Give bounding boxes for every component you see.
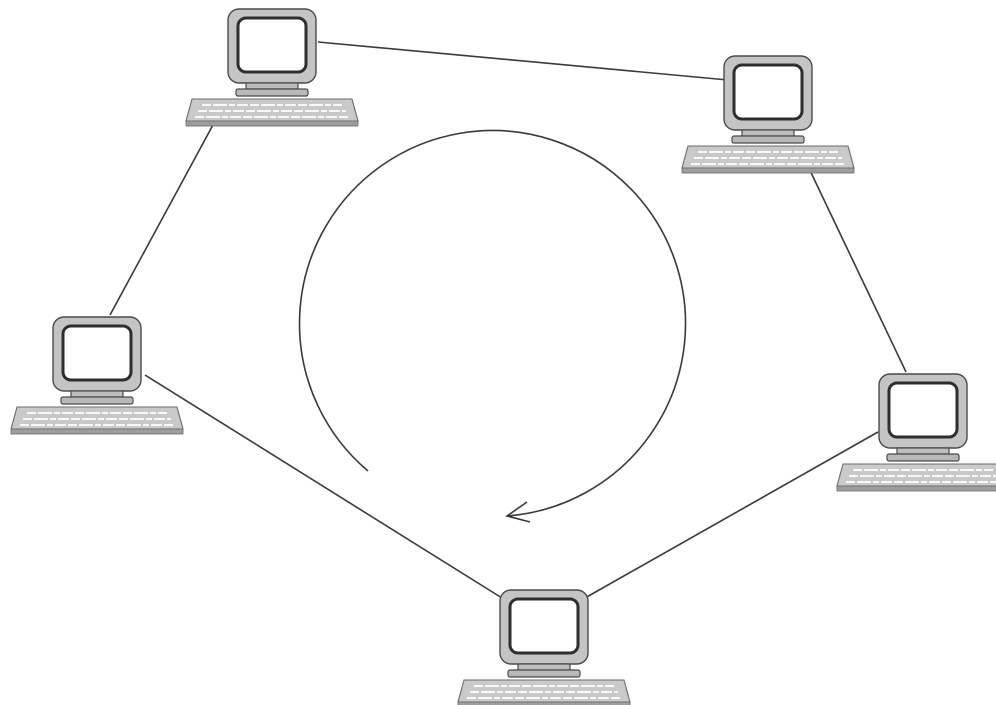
- circular-arrow-icon: [298, 129, 687, 523]
- flow-arc: [298, 129, 687, 517]
- link-bottom-to-left: [144, 374, 503, 599]
- link-right-to-bottom: [584, 431, 879, 599]
- computer-node-bottom: [456, 588, 632, 705]
- computer-node-left: [9, 315, 185, 436]
- link-top-left-to-top-right: [317, 41, 729, 81]
- computer-node-top-right: [680, 54, 856, 175]
- link-top-right-to-right: [804, 159, 907, 373]
- link-left-to-top-left: [109, 111, 221, 316]
- computer-node-top-left: [184, 7, 360, 128]
- flow-arrowhead: [505, 501, 531, 523]
- computer-node-right: [835, 372, 996, 493]
